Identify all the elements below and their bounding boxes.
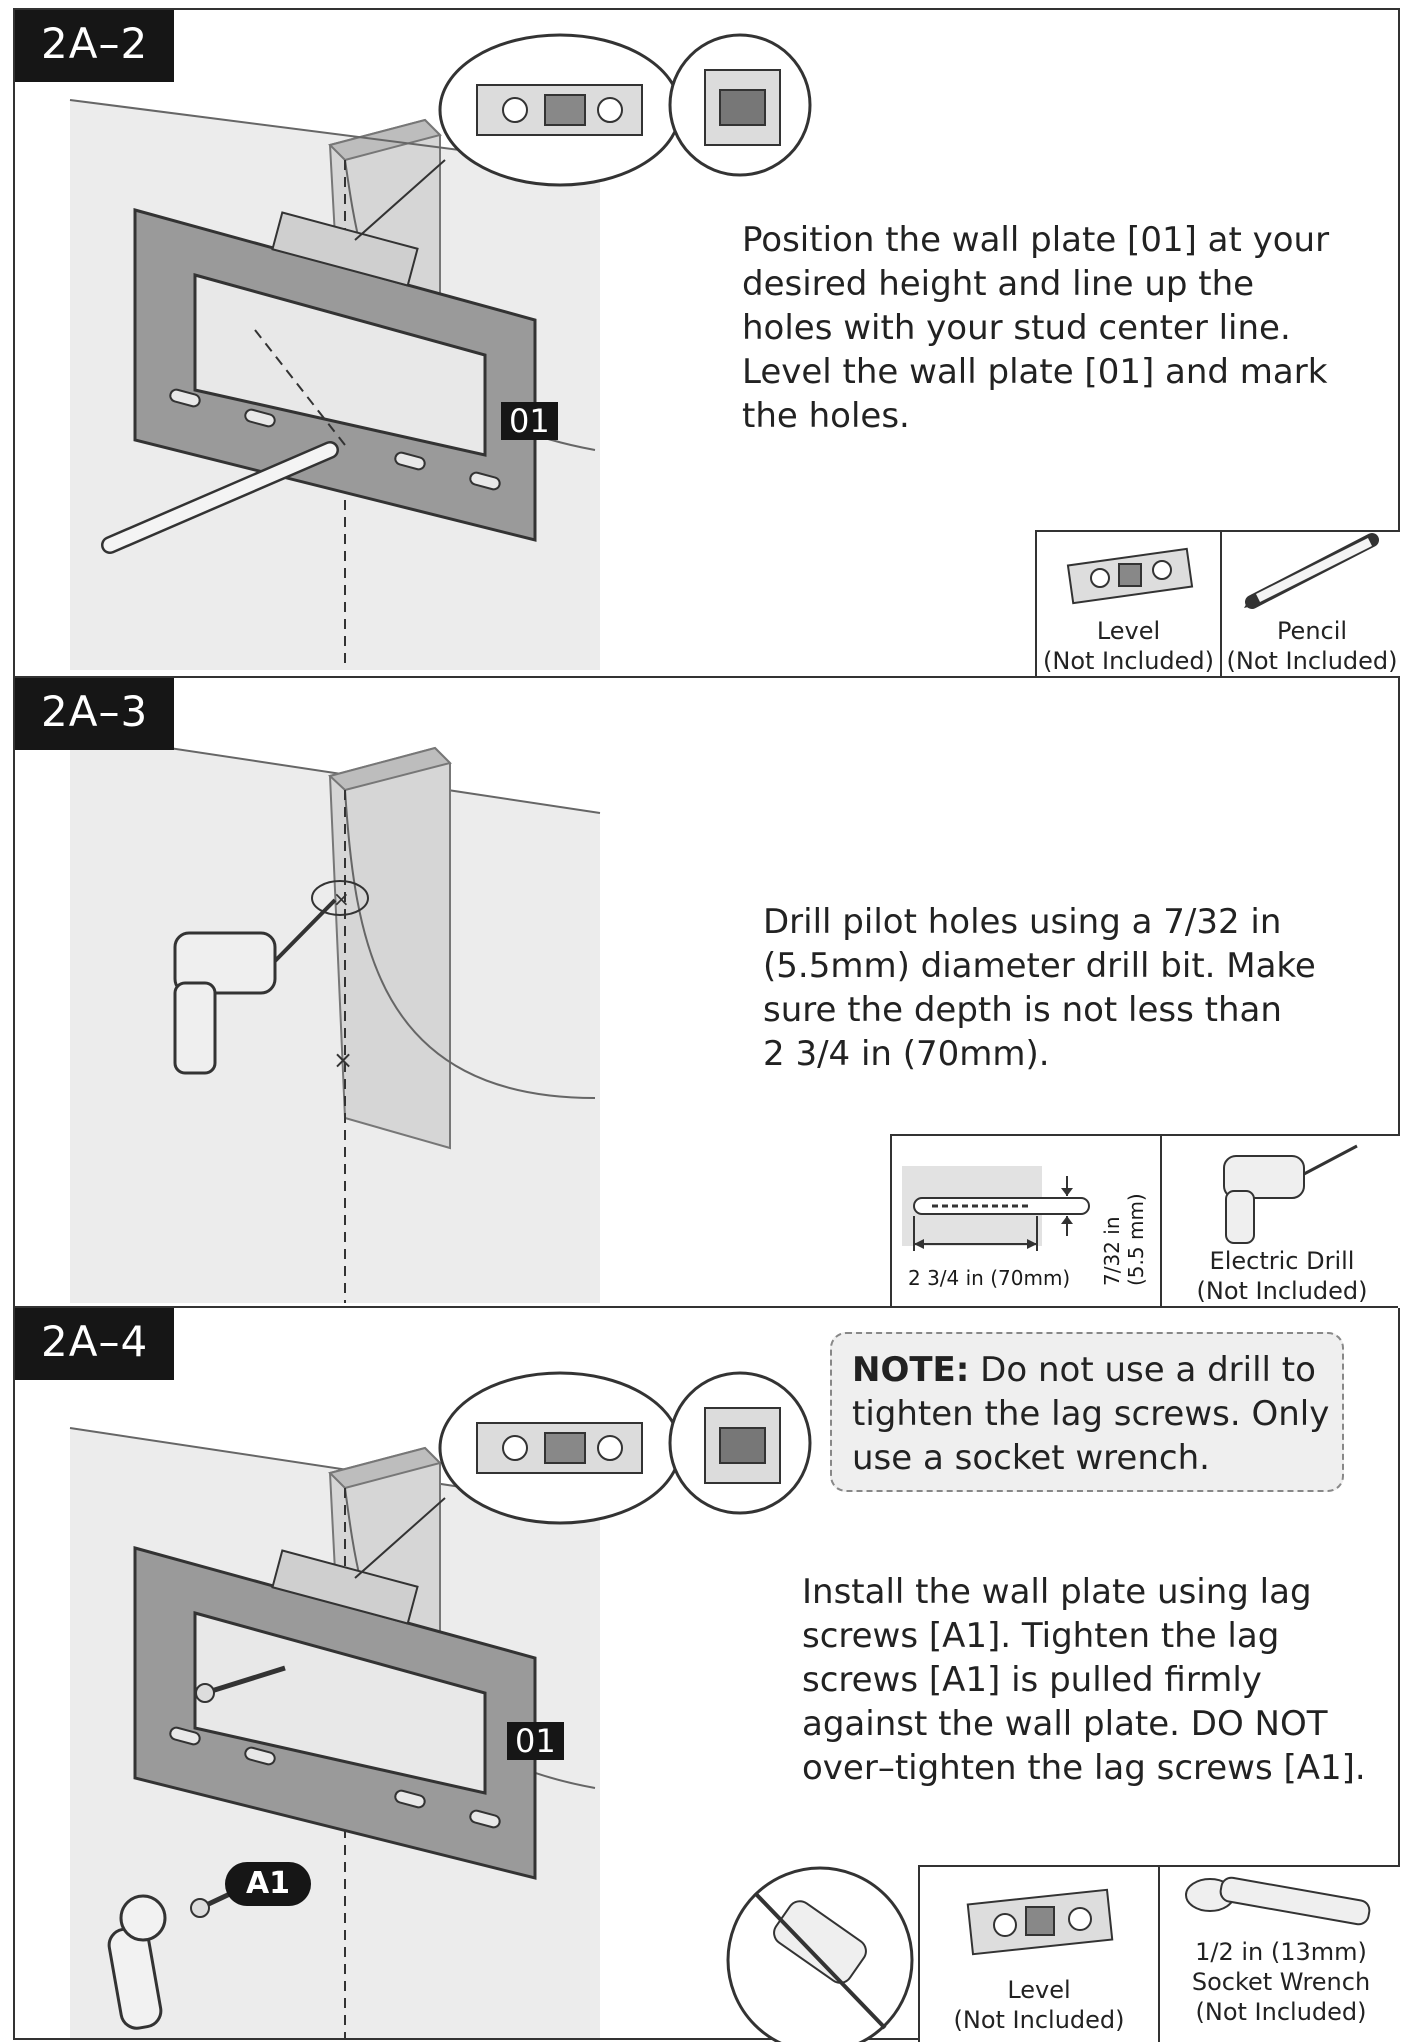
socket-wrench-illustration: [107, 1894, 167, 2030]
tool-name: 1/2 in (13mm): [1195, 1938, 1367, 1966]
note-callout: NOTE: Do not use a drill to tighten the …: [830, 1332, 1344, 1492]
wall-plate-part-tag: 01: [501, 402, 558, 440]
install-lag-screws-illustration: [69, 1371, 914, 2042]
required-tools: Level (Not Included) Pencil (Not Include…: [1035, 530, 1400, 676]
socket-wrench-icon: [1185, 1876, 1371, 1926]
wall-plate-level-illustration: [69, 33, 812, 670]
drill-icon: [173, 898, 337, 1075]
tool-name: Level: [1007, 1976, 1071, 2004]
pencil-icon: [1244, 533, 1379, 609]
svg-text:×: ×: [333, 1046, 353, 1074]
note-text: Do not use a drill to: [969, 1350, 1316, 1390]
svg-text:×: ×: [333, 887, 350, 911]
tool-note: (Not Included): [1043, 647, 1214, 675]
tool-name: Level: [1096, 617, 1161, 645]
step-instructions: Install the wall plate using lag screws …: [802, 1572, 1366, 1788]
electric-drill-icon: [1223, 1144, 1358, 1244]
drill-bit-diagram: 2 3/4 in (70mm) 7/32 in (5.5 mm): [892, 1136, 1160, 1308]
tool-level: Level (Not Included): [1037, 532, 1220, 676]
required-tools: Level (Not Included) 1/2 in (13mm) Socke…: [918, 1865, 1400, 2042]
tool-note: (Not Included): [953, 2006, 1125, 2034]
drill-bit-icon: [902, 1166, 1090, 1251]
tool-note: (Not Included): [1196, 1277, 1368, 1305]
depth-label: 2 3/4 in (70mm): [908, 1266, 1071, 1290]
diameter-label-in: 7/32 in: [1100, 1216, 1124, 1286]
tool-note: (Not Included): [1195, 1998, 1367, 2026]
level-icon: [1066, 547, 1194, 605]
instruction-page: 2A–2 01 Position the wall plate [01] at …: [13, 8, 1400, 2042]
tool-electric-drill: Electric Drill (Not Included): [1160, 1136, 1401, 1308]
note-prefix: NOTE:: [852, 1350, 970, 1390]
step-instructions: Position the wall plate [01] at your des…: [742, 220, 1330, 436]
tool-name-line2: Socket Wrench: [1191, 1968, 1371, 1996]
step-2a-4: 2A–4 01 A1 NOTE: Do not use a drill to t…: [15, 1306, 1400, 2042]
step-label: 2A–4: [15, 1308, 175, 1380]
tool-level: Level (Not Included): [920, 1867, 1158, 2042]
step-2a-3: × × 2A–3 Drill pilot holes using a 7/32 …: [15, 676, 1400, 1308]
tool-pencil: Pencil (Not Included): [1220, 532, 1401, 676]
step-instructions: Drill pilot holes using a 7/32 in (5.5mm…: [763, 902, 1316, 1074]
tool-name: Pencil: [1276, 617, 1348, 645]
level-icon: [966, 1888, 1114, 1956]
required-tools: 2 3/4 in (70mm) 7/32 in (5.5 mm) Electri…: [890, 1134, 1400, 1308]
tool-socket-wrench: 1/2 in (13mm) Socket Wrench (Not Include…: [1158, 1867, 1401, 2042]
tool-name: Electric Drill: [1209, 1247, 1355, 1275]
wall-plate-part-tag: 01: [507, 1722, 564, 1760]
tool-note: (Not Included): [1226, 647, 1398, 675]
diameter-label-mm: (5.5 mm): [1124, 1193, 1148, 1286]
step-label: 2A–3: [15, 678, 175, 750]
no-drill-icon: [726, 1866, 914, 2042]
step-2a-2: 2A–2 01 Position the wall plate [01] at …: [15, 10, 1400, 676]
step-label: 2A–2: [15, 10, 175, 82]
lag-screw-part-tag: A1: [225, 1862, 311, 1906]
drill-pilot-holes-illustration: × ×: [69, 732, 601, 1303]
